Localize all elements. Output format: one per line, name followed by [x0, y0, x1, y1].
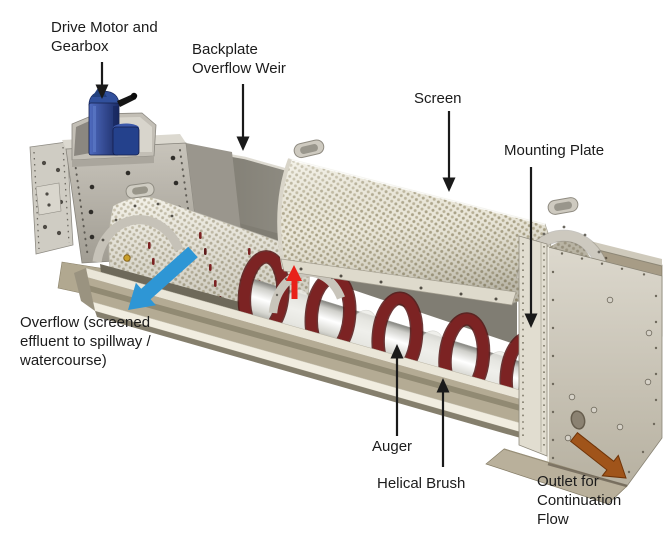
trough	[74, 267, 553, 447]
label-helical-brush: Helical Brush	[377, 475, 466, 492]
label-line: effluent to spillway /	[20, 333, 151, 350]
label-line: Backplate	[192, 41, 258, 58]
label-line: Flow	[537, 511, 569, 528]
label-backplate-overflow-weir: Backplate Overflow Weir	[192, 40, 286, 78]
outlet-hole	[570, 410, 586, 430]
label-line: Outlet for	[537, 473, 599, 490]
plate-screws	[564, 296, 653, 453]
label-line: Drive Motor and	[51, 19, 158, 36]
plate-rivets	[551, 252, 658, 474]
left-drum-lug	[125, 182, 155, 199]
plate-stiffener	[518, 235, 548, 457]
label-auger: Auger	[372, 438, 413, 455]
label-line: Continuation	[537, 492, 622, 509]
mounting-plate	[485, 235, 663, 505]
screen-right-lug	[547, 197, 579, 215]
flow-direction-arrow	[286, 265, 302, 299]
label-line: watercourse)	[20, 352, 107, 369]
label-line: Overflow (screened	[20, 314, 151, 331]
label-mounting-plate: Mounting Plate	[504, 142, 605, 159]
label-pointer-arrows	[95, 62, 538, 467]
drive-motor-gearbox	[88, 85, 140, 156]
label-outlet: Outlet for Continuation Flow	[537, 472, 621, 529]
overflow-arrow	[128, 246, 198, 310]
outlet-arrow	[569, 431, 627, 479]
left-mounting-plate	[29, 141, 74, 255]
main-drum-screen	[277, 139, 553, 306]
label-screen: Screen	[414, 90, 462, 107]
screen-left-lug	[293, 139, 325, 159]
label-drive-motor: Drive Motor and Gearbox	[51, 18, 158, 56]
label-line: Overflow Weir	[192, 60, 286, 77]
label-line: Gearbox	[51, 38, 109, 55]
label-overflow: Overflow (screened effluent to spillway …	[20, 313, 151, 370]
